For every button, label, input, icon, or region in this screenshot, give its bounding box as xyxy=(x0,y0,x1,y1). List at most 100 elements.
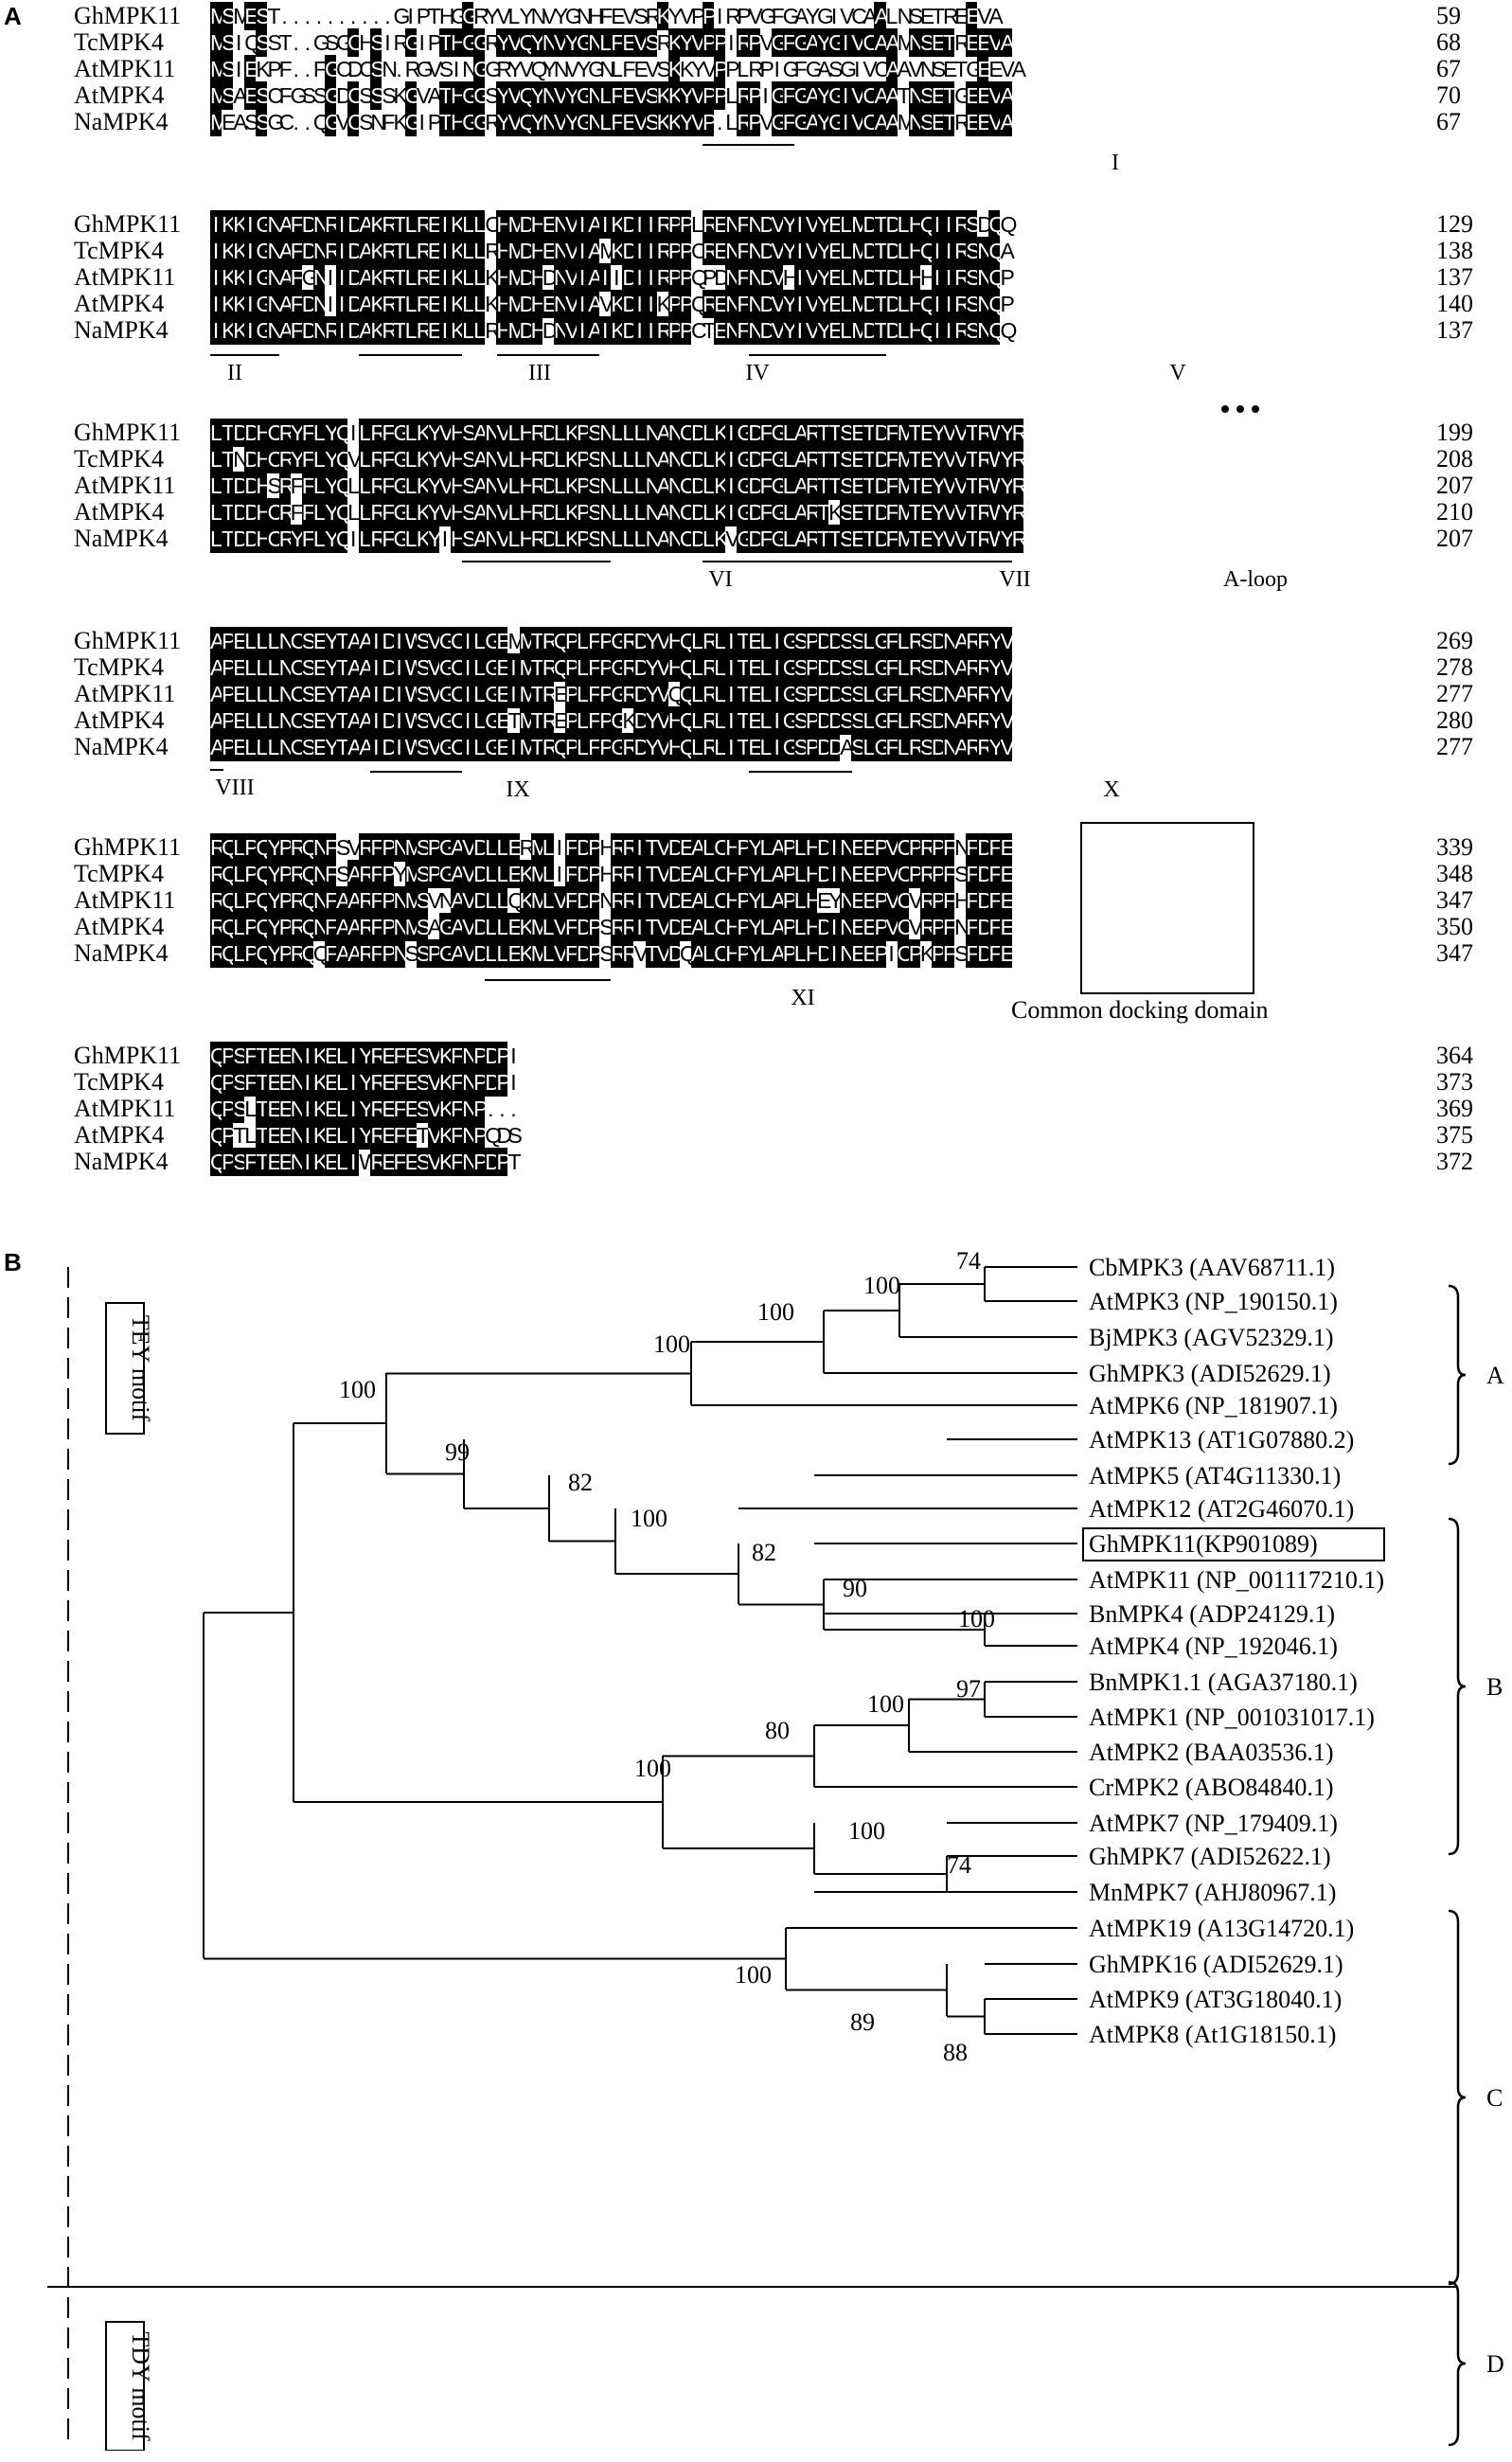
bootstrap-value: 100 xyxy=(339,1376,376,1403)
sequence-name: AtMPK11 xyxy=(74,472,176,499)
sequence-name: AtMPK11 xyxy=(74,680,176,707)
leaf-label: AtMPK4 (NP_192046.1) xyxy=(1089,1632,1338,1660)
sequence-position: 375 xyxy=(1436,1121,1473,1149)
motif-label: XI xyxy=(791,986,815,1010)
motif-label: II xyxy=(227,361,242,385)
leaf-label: GhMPK16 (ADI52629.1) xyxy=(1089,1951,1343,1978)
leaf-label: AtMPK3 (NP_190150.1) xyxy=(1089,1288,1338,1315)
sequence-name: GhMPK11 xyxy=(74,210,182,238)
sequence-position: 210 xyxy=(1436,498,1473,526)
bootstrap-value: 82 xyxy=(568,1469,593,1496)
tdy-motif-box xyxy=(105,2321,145,2451)
group-label: C xyxy=(1486,2084,1503,2112)
panel-a-label: A xyxy=(4,2,22,30)
leaf-label: AtMPK11 (NP_001117210.1) xyxy=(1089,1566,1384,1594)
group-bracket xyxy=(1448,1517,1467,1856)
sequence-name: AtMPK4 xyxy=(74,1121,165,1149)
sequence-name: AtMPK4 xyxy=(74,913,165,940)
sequence-residues: LTDDHSRFFLYQLLRFGLKYVHSANVLHRDLKPSNLLLNA… xyxy=(210,472,1028,500)
group-bracket xyxy=(1448,1909,1467,2286)
leaf-label: CbMPK3 (AAV68711.1) xyxy=(1089,1254,1335,1281)
bootstrap-value: 99 xyxy=(445,1438,470,1466)
sequence-position: 207 xyxy=(1436,525,1473,552)
group-bracket xyxy=(1448,2280,1467,2447)
sequence-name: AtMPK11 xyxy=(74,55,176,82)
sequence-residues: RQLPQYPRQQFAARFPNSSPGAVDLLEKMLVFDPSRRVTV… xyxy=(210,939,1015,968)
bootstrap-value: 100 xyxy=(848,1817,885,1845)
panel-b-label: B xyxy=(4,1248,22,1276)
motif-underline xyxy=(703,561,1012,562)
leaf-label: BnMPK1.1 (AGA37180.1) xyxy=(1089,1668,1358,1696)
bootstrap-value: 74 xyxy=(947,1851,971,1879)
sequence-name: GhMPK11 xyxy=(74,2,182,29)
sequence-position: 339 xyxy=(1436,833,1473,861)
leaf-label: AtMPK19 (A13G14720.1) xyxy=(1089,1915,1354,1942)
motif-underline xyxy=(496,354,600,356)
sequence-position: 138 xyxy=(1436,237,1473,264)
leaf-label: BjMPK3 (AGV52329.1) xyxy=(1089,1324,1334,1351)
motif-label: I xyxy=(1112,151,1119,175)
bootstrap-value: 100 xyxy=(735,1961,772,1989)
sequence-position: 373 xyxy=(1436,1068,1473,1096)
group-label: D xyxy=(1486,2350,1504,2378)
sequence-position: 199 xyxy=(1436,419,1473,446)
sequence-residues: LTDDHCRFFLYQLLRFGLKYVHSANVLHRDLKPSNLLLNA… xyxy=(210,498,1028,526)
motif-underline xyxy=(359,354,463,356)
bootstrap-value: 100 xyxy=(757,1298,794,1326)
bootstrap-value: 100 xyxy=(867,1690,904,1718)
sequence-name: NaMPK4 xyxy=(74,1148,169,1175)
sequence-name: AtMPK11 xyxy=(74,1095,176,1122)
motif-underline xyxy=(703,144,795,146)
docking-domain-box xyxy=(1080,822,1254,994)
sequence-name: NaMPK4 xyxy=(74,939,169,967)
phospho-site-dot xyxy=(1252,405,1259,413)
motif-underline xyxy=(462,561,612,562)
sequence-name: TcMPK4 xyxy=(74,445,164,473)
sequence-position: 278 xyxy=(1436,653,1473,681)
sequence-name: GhMPK11 xyxy=(74,627,182,654)
sequence-position: 347 xyxy=(1436,939,1473,967)
sequence-name: TcMPK4 xyxy=(74,1068,164,1096)
leaf-label: AtMPK12 (AT2G46070.1) xyxy=(1089,1495,1354,1523)
motif-label: V xyxy=(1169,361,1186,385)
bootstrap-value: 88 xyxy=(943,2039,968,2066)
sequence-position: 207 xyxy=(1436,472,1473,499)
sequence-name: GhMPK11 xyxy=(74,833,182,861)
sequence-name: NaMPK4 xyxy=(74,733,169,760)
sequence-position: 68 xyxy=(1436,28,1461,56)
sequence-position: 372 xyxy=(1436,1148,1473,1175)
sequence-position: 364 xyxy=(1436,1042,1473,1069)
sequence-position: 140 xyxy=(1436,290,1473,317)
bootstrap-value: 74 xyxy=(956,1248,981,1275)
sequence-position: 137 xyxy=(1436,316,1473,344)
motif-underline xyxy=(210,769,223,771)
sequence-position: 277 xyxy=(1436,733,1473,760)
motif-label: VII xyxy=(999,567,1031,592)
motif-label: IX xyxy=(506,777,530,802)
phylogenetic-tree: CbMPK3 (AAV68711.1) AtMPK3 (NP_190150.1) B… xyxy=(47,1248,1504,2451)
motif-label: III xyxy=(528,361,551,385)
motif-label: IV xyxy=(745,361,770,385)
leaf-label: CrMPK2 (ABO84840.1) xyxy=(1089,1774,1334,1801)
motif-underline xyxy=(370,771,463,773)
sequence-name: TcMPK4 xyxy=(74,28,164,56)
tdy-motif-label: TDY motif xyxy=(127,2331,154,2441)
motif-label: X xyxy=(1103,777,1120,802)
motif-label: A-loop xyxy=(1223,567,1288,592)
bootstrap-value: 100 xyxy=(863,1272,900,1299)
sequence-position: 70 xyxy=(1436,81,1461,109)
leaf-label: MnMPK7 (AHJ80967.1) xyxy=(1089,1879,1336,1906)
